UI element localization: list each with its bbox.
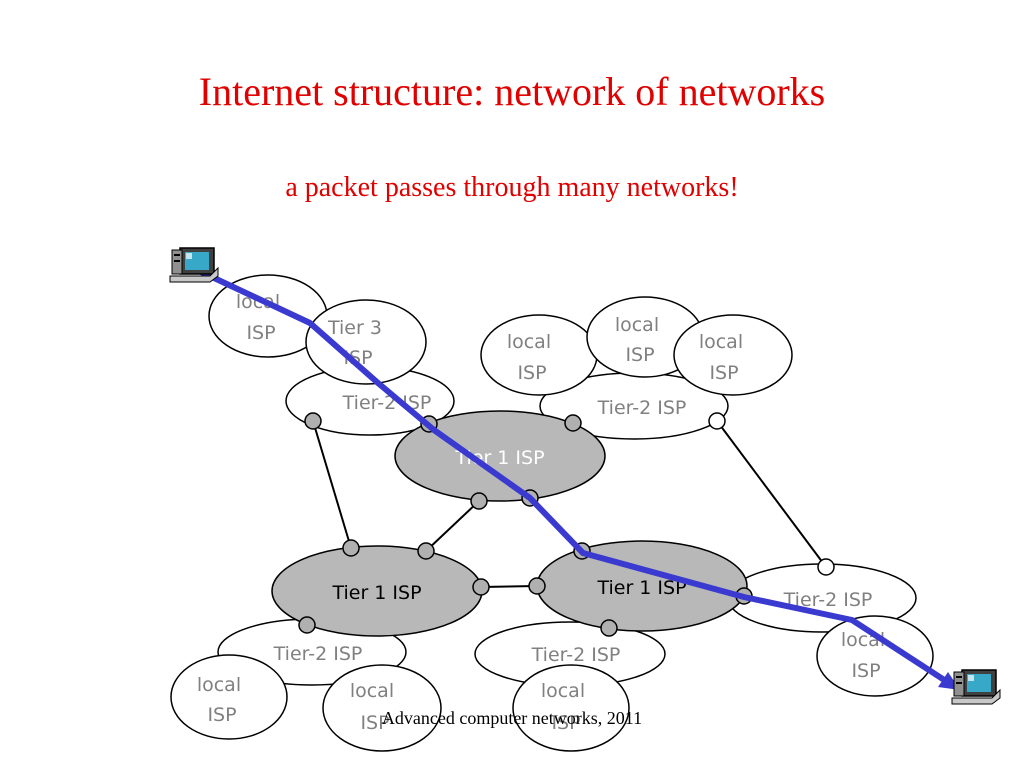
computer-icon [169, 247, 219, 283]
local-isp-bottom-middle: local ISP [512, 664, 630, 752]
slide-title: Internet structure: network of networks [198, 69, 826, 114]
router-node [600, 619, 618, 637]
local-isp-upper-right: local ISP [673, 314, 793, 396]
tier1-isp-label: Tier 1 ISP [454, 447, 544, 469]
slide-subtitle: a packet passes through many networks! [285, 172, 739, 203]
tier2-isp-label: Tier-2 ISP [531, 644, 621, 666]
local-isp-line1: local [541, 680, 585, 702]
router-node [298, 616, 316, 634]
tier3-isp-line1: Tier 3 [327, 317, 382, 339]
tier1-isp-label: Tier 1 ISP [331, 582, 421, 604]
local-isp-line1: local [507, 331, 551, 353]
svg-text:local ISP: local ISP [350, 680, 400, 734]
slide-footer: Advanced computer networks, 2011 [381, 708, 643, 728]
link-tier1-left-to-tier1-right [480, 585, 538, 588]
tier1-isp-right: Tier 1 ISP [536, 540, 748, 632]
router-nodes [298, 412, 835, 637]
local-isp-line2: ISP [551, 712, 580, 734]
tier3-isp: Tier 3 ISP [305, 299, 427, 385]
local-isp-upper-middle-left: local ISP [480, 314, 598, 396]
svg-text:local ISP: local ISP [197, 674, 247, 726]
local-isp-line2: ISP [246, 322, 275, 344]
computer-icon [951, 669, 1001, 705]
router-node [417, 542, 435, 560]
link-right-tier2-to-lower-right-tier2 [716, 420, 827, 568]
router-node [564, 414, 582, 432]
tier2-isp-label: Tier-2 ISP [342, 392, 432, 414]
local-isp-bottom-left-middle: local ISP [322, 664, 442, 752]
tier1-isp-top: Tier 1 ISP [394, 410, 606, 502]
router-node [470, 492, 488, 510]
router-node [342, 539, 360, 557]
local-isp-line1: local [350, 680, 394, 702]
local-isp-line1: local [197, 674, 241, 696]
tier2-isp-label: Tier-2 ISP [597, 397, 687, 419]
local-isp-line2: ISP [709, 362, 738, 384]
tier2-isp-lower-middle: Tier-2 ISP [474, 621, 666, 687]
tier1-isp-left: Tier 1 ISP [271, 545, 483, 637]
local-isp-line1: local [615, 314, 659, 336]
svg-text:Tier 3 ISP: Tier 3 ISP [327, 317, 388, 369]
router-node [472, 578, 490, 596]
svg-text:local ISP: local ISP [507, 331, 557, 384]
local-isp-line2: ISP [851, 660, 880, 682]
local-isp-line2: ISP [207, 704, 236, 726]
tier3-isp-line2: ISP [343, 347, 372, 369]
local-isp-bottom-left: local ISP [170, 654, 288, 740]
local-isp-line2: ISP [360, 712, 389, 734]
local-isp-line2: ISP [517, 362, 546, 384]
packet-path [194, 267, 955, 688]
svg-text:local ISP: local ISP [615, 314, 665, 366]
svg-text:local ISP: local ISP [699, 331, 749, 384]
local-isp-bottom-right: local ISP [816, 615, 934, 697]
network-links [312, 420, 827, 588]
tier2-isp-label: Tier-2 ISP [273, 643, 363, 665]
local-isp-top-left: local ISP [208, 274, 328, 358]
local-isp-line2: ISP [625, 344, 654, 366]
tier2-isp-label: Tier-2 ISP [783, 589, 873, 611]
svg-text:local ISP: local ISP [541, 680, 591, 734]
router-node [304, 412, 322, 430]
link-tier1-top-to-tier1-left [425, 500, 480, 552]
router-node [817, 558, 835, 576]
tier2-isp-upper-right: Tier-2 ISP [539, 372, 729, 440]
router-node [528, 577, 546, 595]
tier1-isp-label: Tier 1 ISP [596, 577, 686, 599]
router-node [708, 412, 726, 430]
link-left-tier2-to-tier1-left [312, 420, 352, 549]
local-isp-line1: local [699, 331, 743, 353]
